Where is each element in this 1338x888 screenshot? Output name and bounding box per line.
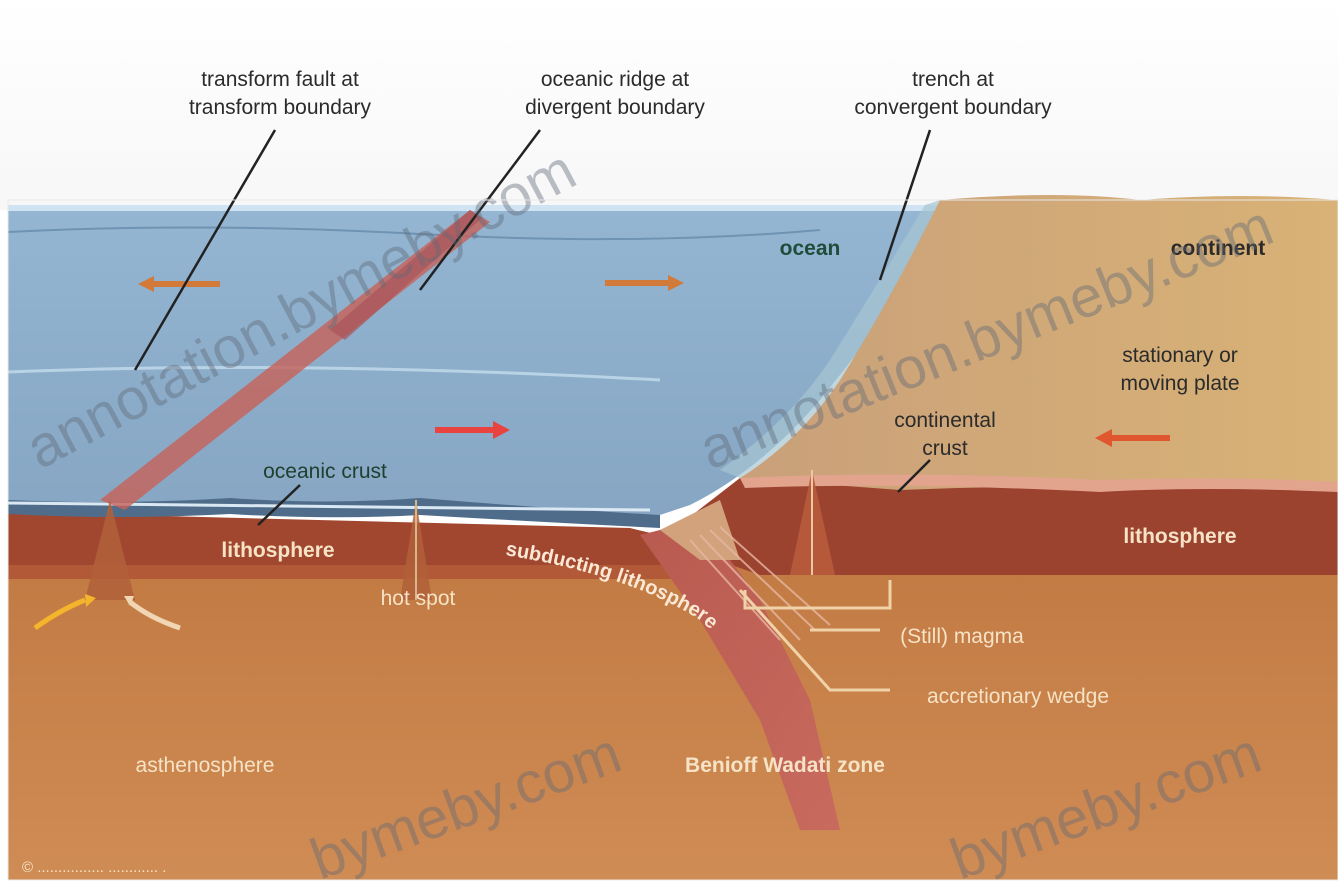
lithosphere-right-label: lithosphere bbox=[1123, 525, 1236, 548]
oceanic-crust-label: oceanic crust bbox=[263, 460, 387, 483]
plate-state-label-line2: moving plate bbox=[1120, 372, 1239, 395]
lithosphere-left-label: lithosphere bbox=[221, 539, 334, 562]
trench-label-line2: convergent boundary bbox=[854, 96, 1052, 119]
asthenosphere-label: asthenosphere bbox=[136, 754, 275, 777]
transform-fault-label-line1: transform fault at bbox=[201, 68, 359, 91]
benioff-zone-label: Benioff Wadati zone bbox=[685, 754, 885, 777]
transform-fault-label-line2: transform boundary bbox=[189, 96, 372, 119]
plate-state-label-line1: stationary or bbox=[1122, 344, 1238, 367]
continental-crust-label-line2: crust bbox=[922, 437, 968, 460]
hot-spot-label: hot spot bbox=[381, 587, 456, 610]
trench-label-line1: trench at bbox=[912, 68, 994, 91]
ocean-label: ocean bbox=[780, 237, 841, 260]
oceanic-ridge-label-line1: oceanic ridge at bbox=[541, 68, 689, 91]
accretionary-wedge-label: accretionary wedge bbox=[927, 685, 1109, 708]
magma-label: (Still) magma bbox=[900, 625, 1024, 648]
continental-crust-label-line1: continental bbox=[894, 409, 996, 432]
copyright-label: © ................ ............ . bbox=[22, 859, 166, 876]
oceanic-ridge-label-line2: divergent boundary bbox=[525, 96, 705, 119]
